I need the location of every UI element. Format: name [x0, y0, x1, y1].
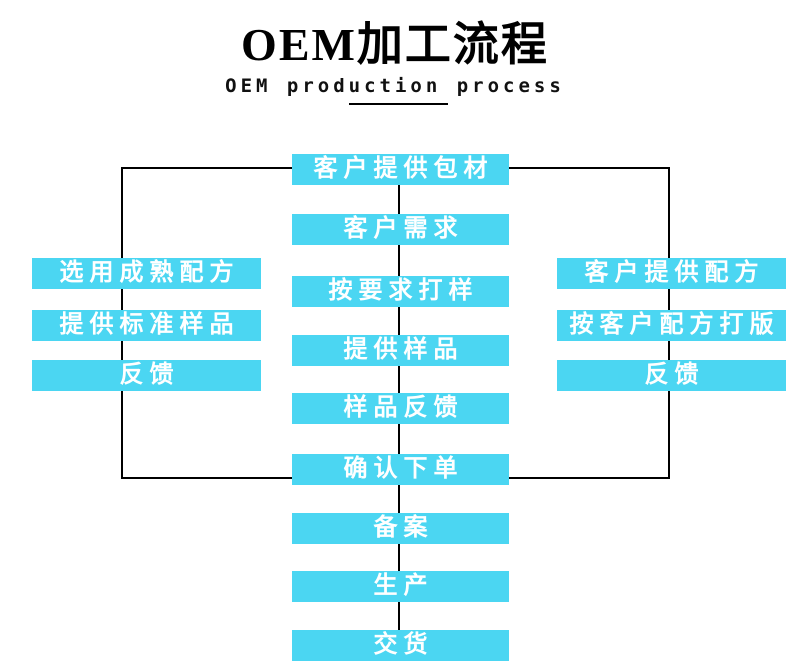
connector-top-left-horizontal — [121, 167, 293, 169]
step-provide-standard-samples: 提供标准样品 — [32, 310, 261, 341]
step-customer-provides-formula: 客户提供配方 — [557, 258, 786, 289]
step-use-mature-formula: 选用成熟配方 — [32, 258, 261, 289]
page-title: OEM加工流程 — [241, 19, 549, 70]
step-production: 生产 — [292, 571, 509, 602]
step-customer-requirements: 客户需求 — [292, 214, 509, 245]
connector-bottom-left-horizontal — [121, 477, 293, 479]
step-filing: 备案 — [292, 513, 509, 544]
page-subtitle: OEM production process — [225, 75, 565, 97]
connector-top-right-horizontal — [508, 167, 670, 169]
step-feedback-left: 反馈 — [32, 360, 261, 391]
step-sample-feedback: 样品反馈 — [292, 393, 509, 424]
step-confirm-order: 确认下单 — [292, 454, 509, 485]
step-pattern-per-customer-formula: 按客户配方打版 — [557, 310, 786, 341]
connector-bottom-right-horizontal — [508, 477, 670, 479]
step-sampling-per-requirements: 按要求打样 — [292, 276, 509, 307]
step-delivery: 交货 — [292, 630, 509, 661]
step-provide-samples: 提供样品 — [292, 335, 509, 366]
title-divider — [349, 103, 448, 105]
step-feedback-right: 反馈 — [557, 360, 786, 391]
step-customer-provides-packaging: 客户提供包材 — [292, 154, 509, 185]
